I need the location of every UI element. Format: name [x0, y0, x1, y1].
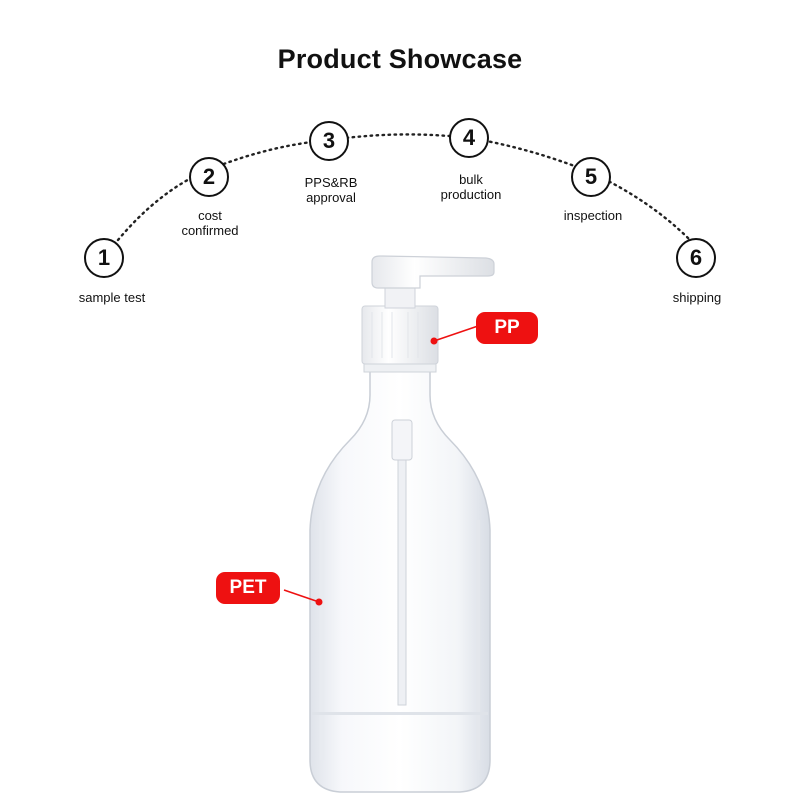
pet-material-tag: PET — [216, 572, 280, 604]
step-6-number: 6 — [676, 238, 716, 278]
pump-cap — [361, 305, 439, 365]
step-4-number: 4 — [449, 118, 489, 158]
step-5-number: 5 — [571, 157, 611, 197]
step-3-number: 3 — [309, 121, 349, 161]
page-title: Product Showcase — [277, 44, 523, 74]
dip-tube — [397, 439, 407, 706]
bottle-illustration — [309, 255, 495, 793]
step-6-label: shipping — [672, 290, 722, 305]
step-3-label: PPS&RB approval — [304, 175, 358, 205]
step-2-number: 2 — [189, 157, 229, 197]
pp-pointer — [430, 325, 479, 345]
step-4-label: bulk production — [440, 172, 502, 202]
step-1-label: sample test — [78, 290, 146, 305]
step-1-number: 1 — [84, 238, 124, 278]
step-2-label: cost confirmed — [181, 208, 239, 238]
pp-material-tag: PP — [476, 312, 538, 344]
pet-pointer — [283, 589, 323, 606]
pump-head — [371, 255, 495, 289]
step-5-label: inspection — [563, 208, 623, 223]
